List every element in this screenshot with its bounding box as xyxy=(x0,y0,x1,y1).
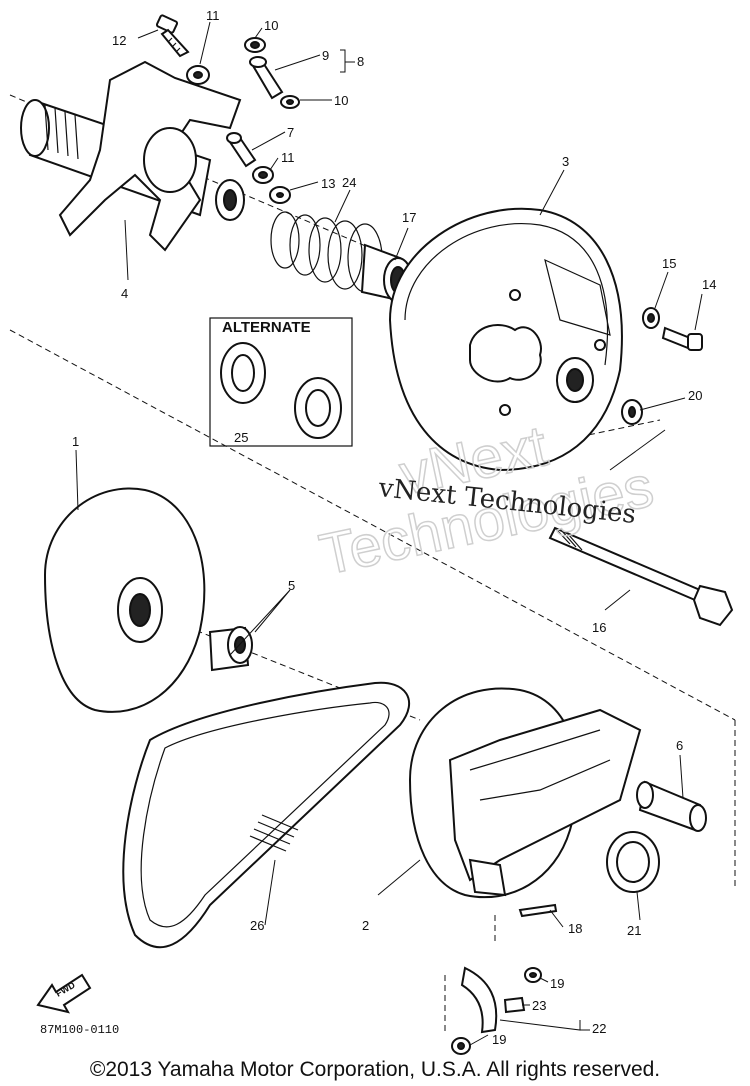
callout-3: 3 xyxy=(562,154,569,169)
washer-11-lower xyxy=(252,166,274,184)
callout-15: 15 xyxy=(662,256,676,271)
callout-26: 26 xyxy=(250,918,264,933)
callout-23: 23 xyxy=(532,998,546,1013)
callout-20: 20 xyxy=(688,388,702,403)
alternate-label: ALTERNATE xyxy=(222,319,311,336)
diagram-code: 87M100-0110 xyxy=(40,1023,119,1037)
callout-12: 12 xyxy=(112,33,126,48)
callout-17: 17 xyxy=(402,210,416,225)
callout-1: 1 xyxy=(72,434,79,449)
callout-2: 2 xyxy=(362,918,369,933)
callout-5: 5 xyxy=(288,578,295,593)
callout-25: 25 xyxy=(234,430,248,445)
pin-18 xyxy=(518,903,558,918)
long-bolt-16 xyxy=(548,526,734,627)
callout-8: 8 xyxy=(357,54,364,69)
alternate-box: ALTERNATE xyxy=(209,317,353,447)
bolt-12 xyxy=(155,14,190,58)
bolt-14 xyxy=(661,326,703,351)
callout-14: 14 xyxy=(702,277,716,292)
callout-9: 9 xyxy=(322,48,329,63)
callout-10-lower: 10 xyxy=(334,93,348,108)
callout-21: 21 xyxy=(627,923,641,938)
drive-belt-26 xyxy=(122,681,411,949)
callout-6: 6 xyxy=(676,738,683,753)
assembly-axis-upper xyxy=(9,94,376,251)
callout-7: 7 xyxy=(287,125,294,140)
callout-13: 13 xyxy=(321,176,335,191)
washer-20 xyxy=(621,399,643,425)
weight-arm-22 xyxy=(444,915,542,1055)
pin-assembly-8 xyxy=(244,37,300,109)
nut-13 xyxy=(269,186,291,204)
pin-7 xyxy=(226,132,257,168)
callout-19-upper: 19 xyxy=(550,976,564,991)
spider-shaft-4 xyxy=(20,60,245,252)
seal-21 xyxy=(606,831,660,893)
washer-11-upper xyxy=(186,65,210,85)
sleeve-6 xyxy=(636,780,707,832)
washer-15 xyxy=(642,307,660,329)
sheave-2 xyxy=(408,687,642,899)
callout-4: 4 xyxy=(121,286,128,301)
assembly-axis-lower xyxy=(9,329,736,721)
callout-16: 16 xyxy=(592,620,606,635)
callout-11-upper: 11 xyxy=(206,8,220,23)
callout-18: 18 xyxy=(568,921,582,936)
fwd-arrow-icon: FWD xyxy=(36,973,92,1014)
callout-10-upper: 10 xyxy=(264,18,278,33)
leader-lines xyxy=(75,21,703,1046)
sheave-1 xyxy=(43,487,206,713)
spring-24 xyxy=(270,211,383,293)
callout-19-lower: 19 xyxy=(492,1032,506,1047)
callout-24: 24 xyxy=(342,175,356,190)
callout-22: 22 xyxy=(592,1021,606,1036)
bushing-5 xyxy=(208,626,253,672)
callout-11-lower: 11 xyxy=(281,150,295,165)
copyright-notice: ©2013 Yamaha Motor Corporation, U.S.A. A… xyxy=(89,1058,661,1081)
sheave-cover-3 xyxy=(388,207,623,472)
